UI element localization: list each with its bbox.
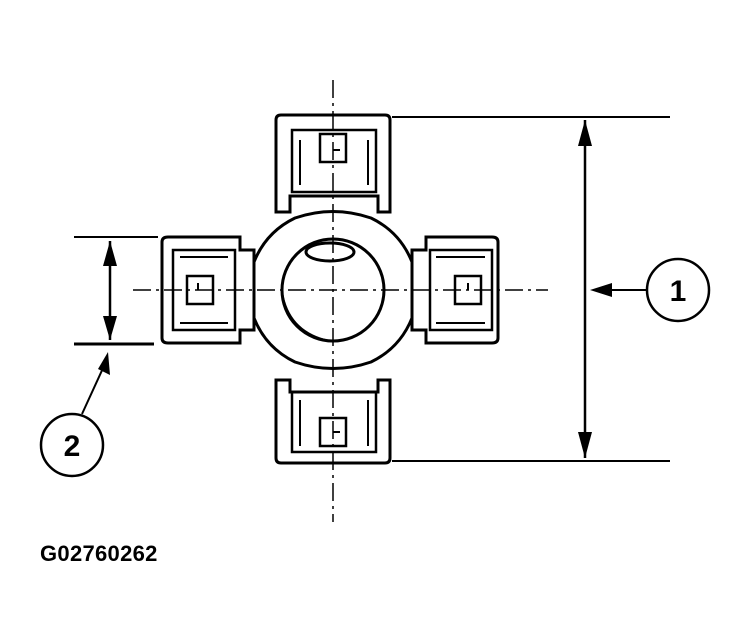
callout-label-1: 1 [670,275,687,308]
dimension-1 [392,116,711,462]
callout-circle-1 [645,257,711,323]
dimension-2 [39,236,158,478]
top-bearing-cap [274,113,392,214]
callout-label-2: 2 [64,430,81,463]
centerlines [133,80,548,522]
figure-code: G02760262 [40,541,158,566]
bottom-bearing-cap [274,378,392,465]
grease-fitting-hole [304,241,356,263]
hub-bore [280,237,386,343]
callout-circle-2 [39,412,105,478]
leader-2 [81,365,105,415]
left-bearing-cap [160,235,256,345]
right-bearing-cap [410,235,500,345]
hub-inner-shading [281,291,326,341]
